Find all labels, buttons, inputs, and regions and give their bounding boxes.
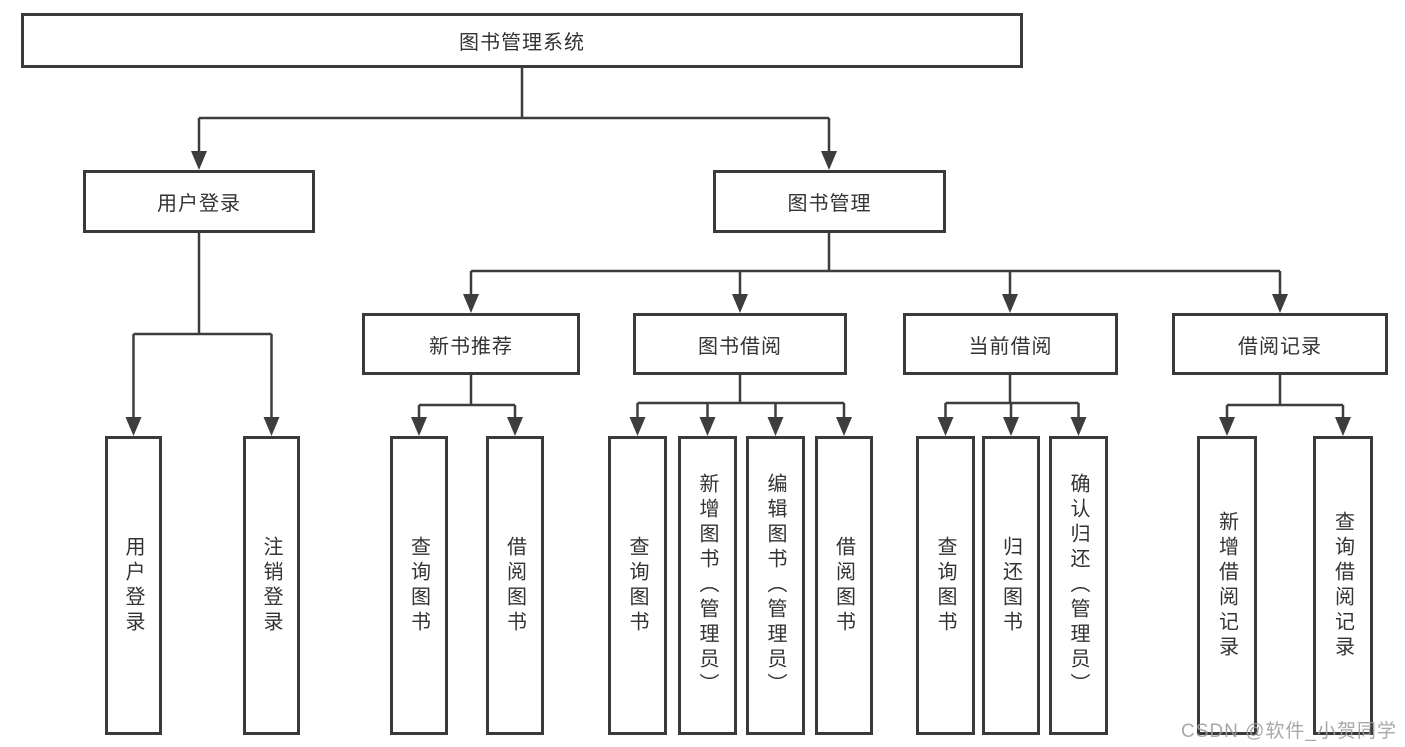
leaf-confirm-return-admin: 确认归还（管理员） [1049,436,1108,735]
csdn-watermark: CSDN @软件_小贺同学 [1181,721,1397,742]
node-library-system: 图书管理系统 [21,13,1023,68]
leaf-return-books: 归还图书 [982,436,1040,735]
leaf-query-borrow-record: 查询借阅记录 [1313,436,1373,735]
leaf-query-books-1: 查询图书 [390,436,448,735]
leaf-logout: 注销登录 [243,436,300,735]
leaf-borrow-books-1: 借阅图书 [486,436,544,735]
leaf-edit-books-admin: 编辑图书（管理员） [746,436,805,735]
leaf-add-borrow-record: 新增借阅记录 [1197,436,1257,735]
leaf-user-login: 用户登录 [105,436,162,735]
node-new-book-recommend: 新书推荐 [362,313,580,375]
leaf-add-books-admin: 新增图书（管理员） [678,436,737,735]
node-current-borrow: 当前借阅 [903,313,1118,375]
node-borrow-records: 借阅记录 [1172,313,1388,375]
leaf-borrow-books-2: 借阅图书 [815,436,873,735]
arrowheads [125,151,1351,436]
node-book-management: 图书管理 [713,170,946,233]
leaf-query-books-2: 查询图书 [608,436,667,735]
node-user-login: 用户登录 [83,170,315,233]
leaf-query-books-3: 查询图书 [916,436,975,735]
node-book-borrow: 图书借阅 [633,313,847,375]
